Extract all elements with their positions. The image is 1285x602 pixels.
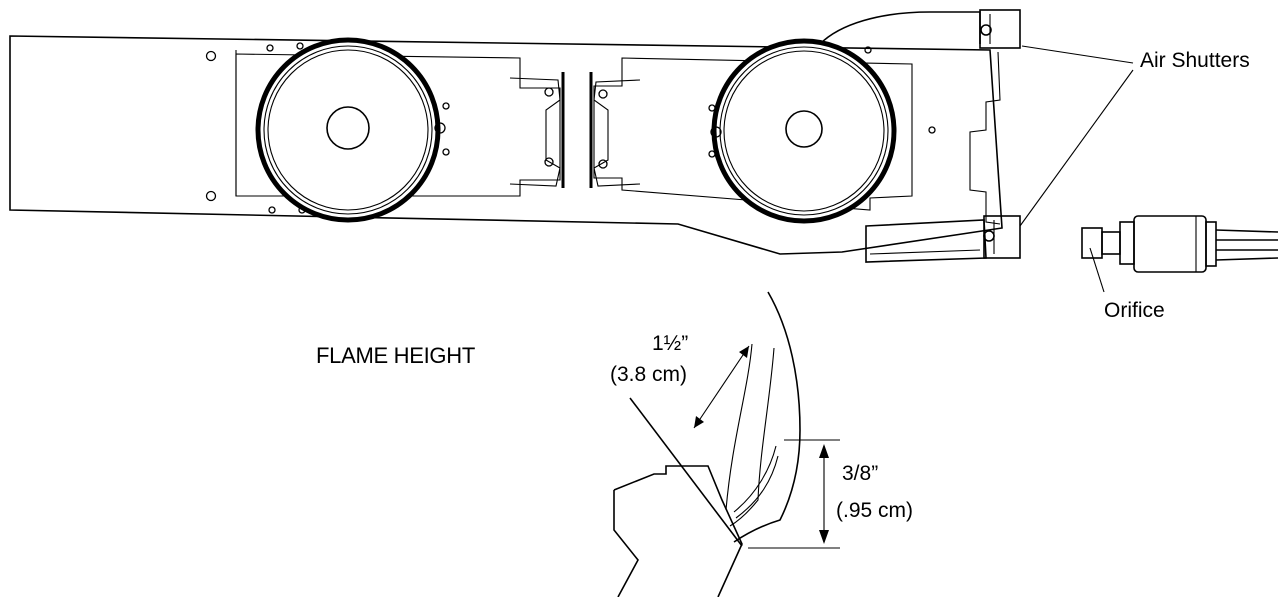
inner-dim-imperial: 3/8”: [842, 462, 878, 485]
right-plate: [593, 57, 913, 211]
flame-inner-1: [725, 343, 753, 511]
left-bracket-hole-bottom: [544, 157, 554, 167]
left-burner-hub: [326, 106, 370, 150]
right-bracket: [593, 79, 641, 187]
flame-inner-2: [729, 347, 775, 527]
flame-outer: [733, 291, 801, 543]
left-bracket: [509, 77, 561, 187]
top-air-shutter: [819, 9, 1021, 49]
burner-assembly: [9, 9, 1134, 263]
outer-dim-metric: (3.8 cm): [610, 363, 687, 386]
left-burner: [255, 37, 441, 223]
flame-height-title: FLAME HEIGHT: [316, 343, 475, 368]
burner-cross-section: [613, 465, 743, 598]
orifice-part: [1081, 215, 1279, 293]
air-shutters-leader-top: [1021, 45, 1134, 64]
tray-end-wall: [969, 51, 1001, 225]
burner-edge-line: [629, 397, 743, 547]
right-burner-hub: [785, 110, 823, 148]
left-bracket-hole-top: [544, 87, 554, 97]
orifice-leader: [1089, 247, 1105, 293]
burner-tray-outline: [9, 35, 1003, 255]
air-shutters-label: Air Shutters: [1140, 49, 1250, 72]
tray-holes: [205, 42, 936, 214]
outer-dim-imperial: 1½”: [652, 332, 688, 355]
flame-cone-2: [735, 455, 779, 519]
inner-dim-metric: (.95 cm): [836, 499, 913, 522]
outer-dim-arrow: [693, 345, 750, 429]
air-shutters-leader-bottom: [1019, 69, 1134, 227]
flame-cone-1: [733, 445, 777, 513]
bottom-air-shutter: [865, 215, 1021, 263]
right-burner: [711, 38, 897, 224]
right-bracket-hole-top: [598, 89, 608, 99]
orifice-label: Orifice: [1104, 299, 1165, 322]
right-bracket-hole-bottom: [598, 159, 608, 169]
flame-height-detail: [613, 291, 840, 598]
